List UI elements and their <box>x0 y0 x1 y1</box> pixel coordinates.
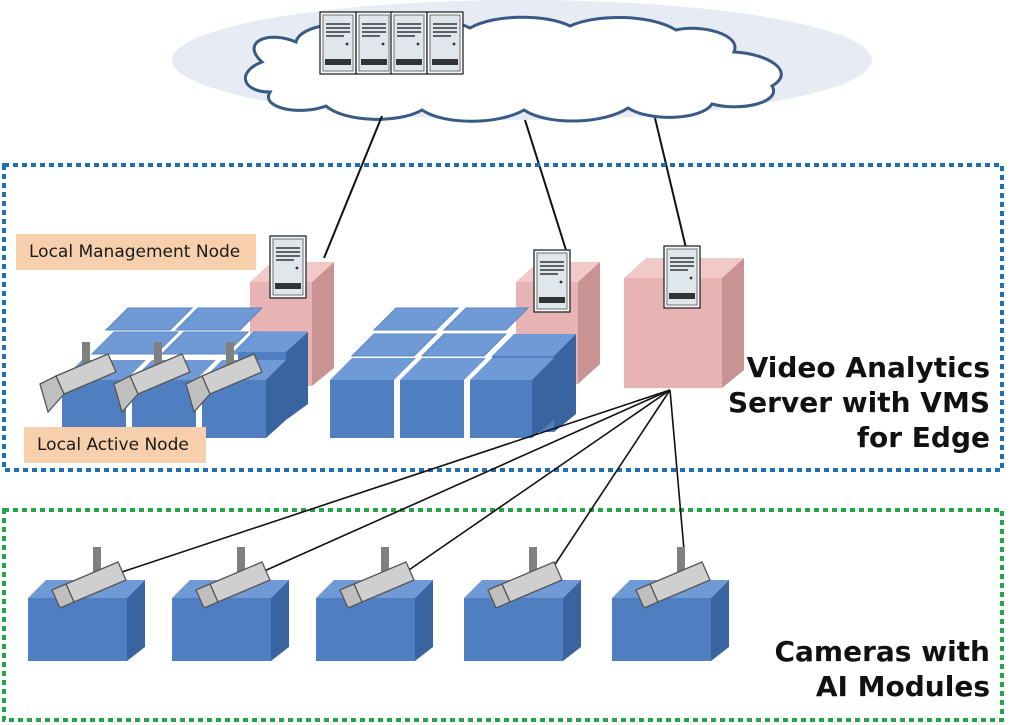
camera-icon <box>185 342 263 414</box>
edge-title-line: for Edge <box>856 421 990 454</box>
camera-boundary <box>2 508 1004 722</box>
camera-title-line: Cameras with <box>774 635 990 668</box>
edge-boundary <box>2 163 1004 472</box>
edge-title-line: Server with VMS <box>728 386 990 419</box>
camera-title-line: AI Modules <box>815 670 990 703</box>
camera-unit <box>171 546 290 662</box>
camera-title: Cameras with AI Modules <box>774 634 990 704</box>
left-cluster <box>39 235 334 438</box>
camera-links <box>121 389 685 573</box>
middle-cluster <box>330 249 600 438</box>
server-icon <box>663 245 701 309</box>
camera-unit <box>27 546 146 662</box>
local-active-node-label: Local Active Node <box>24 427 206 463</box>
cloud-uplinks <box>323 115 687 259</box>
server-icon <box>269 235 307 299</box>
camera-icon <box>39 342 117 414</box>
server-icon <box>355 11 393 75</box>
camera-unit <box>315 546 434 662</box>
camera-row <box>27 546 730 662</box>
edge-title-line: Video Analytics <box>746 351 990 384</box>
local-management-node-label: Local Management Node <box>16 234 256 270</box>
camera-unit <box>463 546 582 662</box>
server-icon <box>533 249 571 313</box>
server-icon <box>390 11 428 75</box>
server-icon <box>426 11 464 75</box>
camera-unit <box>611 546 730 662</box>
server-icon <box>319 11 357 75</box>
camera-icon <box>113 342 191 414</box>
edge-server-title: Video Analytics Server with VMS for Edge <box>728 350 990 455</box>
right-node <box>624 245 744 388</box>
cloud <box>172 0 872 123</box>
cloud-server-cluster <box>319 11 464 75</box>
